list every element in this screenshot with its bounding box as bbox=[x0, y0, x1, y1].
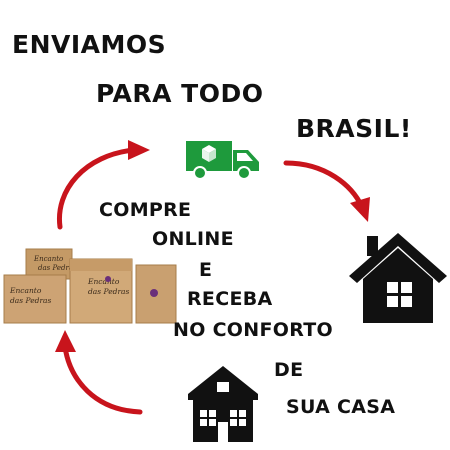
house-icon bbox=[188, 366, 258, 442]
center-text-line: COMPRE bbox=[99, 199, 192, 221]
headline-line-2: PARA TODO bbox=[96, 79, 264, 108]
curved-arrow-icon bbox=[56, 147, 137, 230]
box-label-line: das Pedras bbox=[88, 287, 130, 296]
center-text-line: DE bbox=[274, 359, 304, 381]
delivery-truck-icon bbox=[186, 141, 259, 180]
box-label-line: Encanto bbox=[9, 286, 42, 295]
box-label-line: das Pedras bbox=[38, 264, 77, 272]
curved-arrow-icon bbox=[62, 344, 143, 415]
box-label-line: Encanto bbox=[87, 277, 120, 286]
center-text-line: E bbox=[199, 259, 213, 281]
house-icon bbox=[349, 233, 447, 323]
headline-line-1: ENVIAMOS bbox=[12, 30, 167, 59]
center-text-line: SUA CASA bbox=[286, 396, 396, 418]
box-label-line: Encanto bbox=[33, 255, 63, 263]
curved-arrow-icon bbox=[283, 160, 365, 210]
center-text-line: ONLINE bbox=[152, 228, 234, 250]
headline-line-3: BRASIL! bbox=[296, 114, 412, 143]
cardboard-boxes-icon: Encanto das Pedras Encanto das Pedras En… bbox=[3, 248, 177, 324]
center-text-line: RECEBA bbox=[187, 288, 273, 310]
box-label-line: das Pedras bbox=[10, 296, 52, 305]
center-text-line: NO CONFORTO bbox=[173, 319, 333, 341]
